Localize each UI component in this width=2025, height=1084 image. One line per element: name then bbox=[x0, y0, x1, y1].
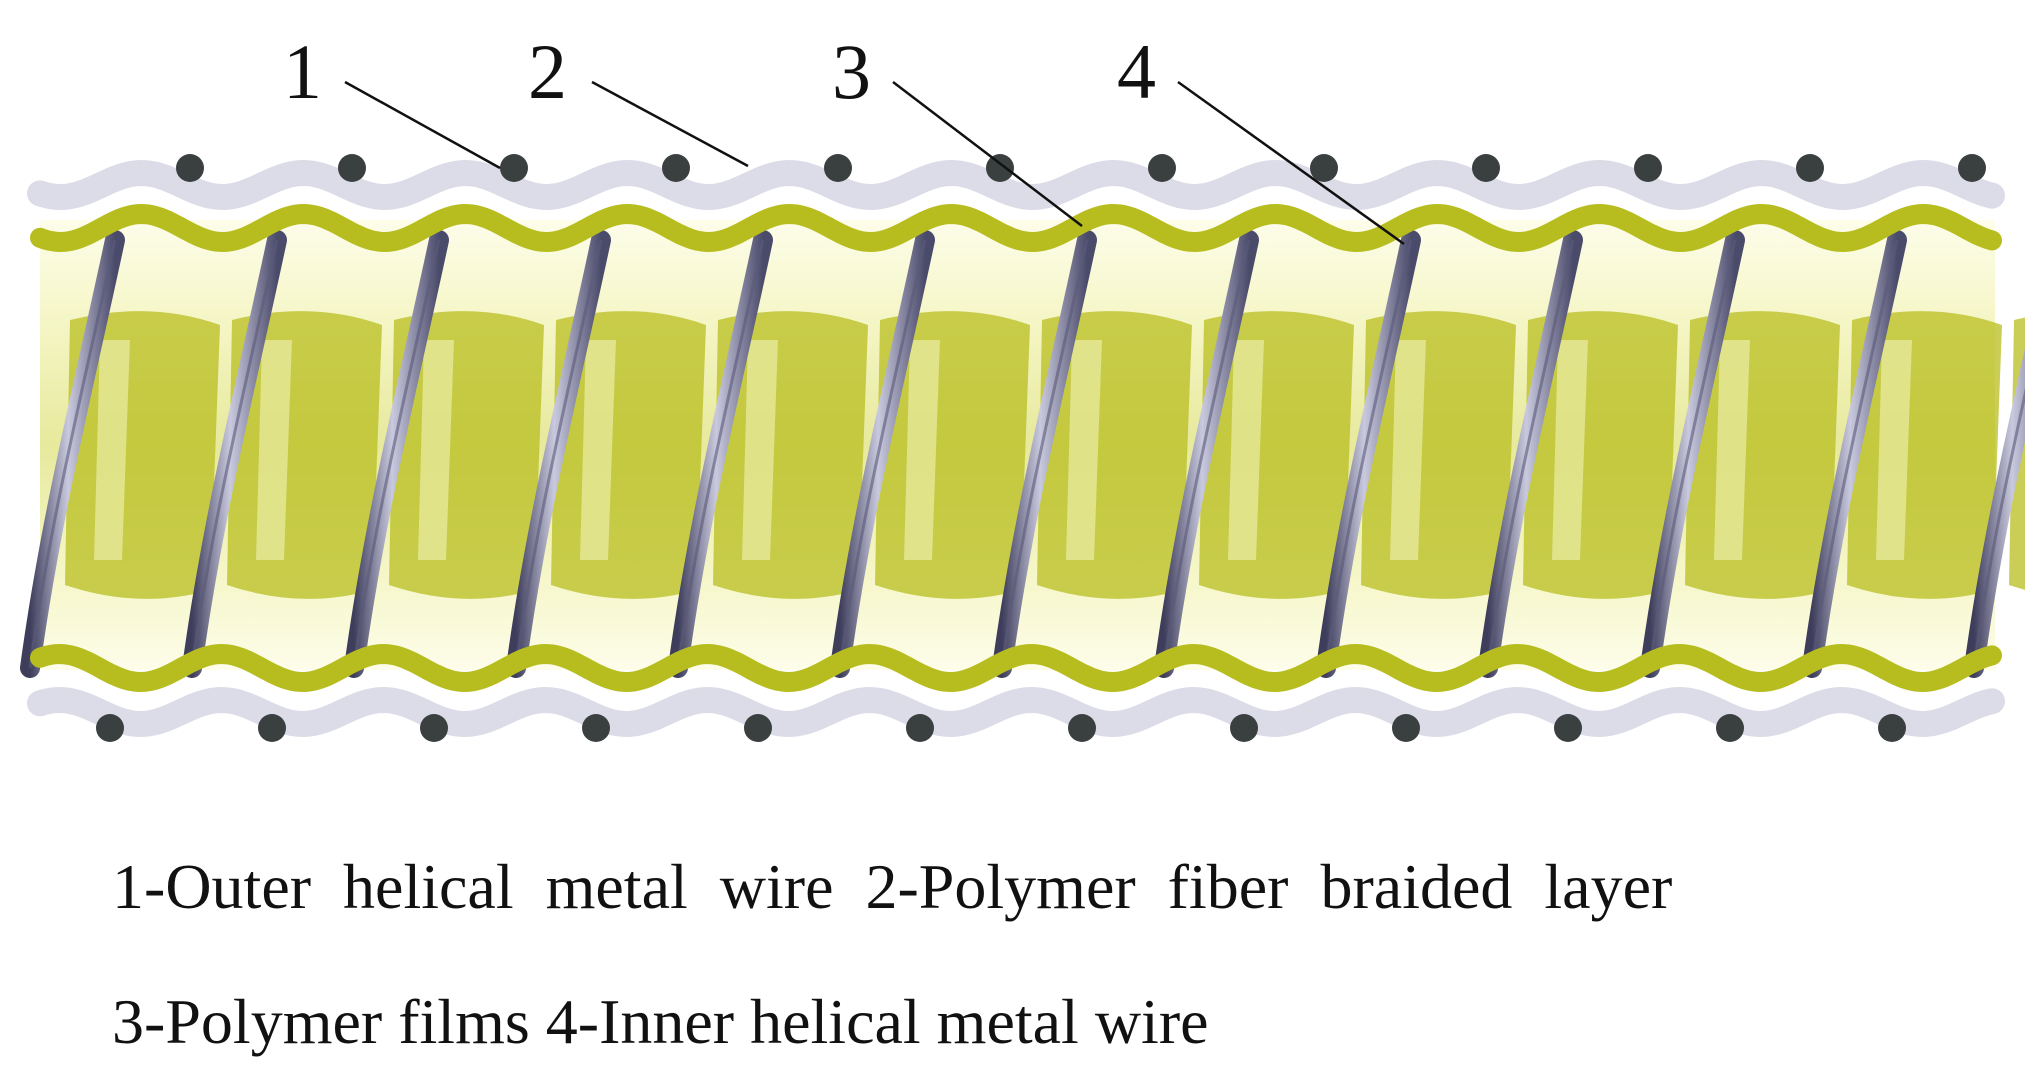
outer-wire-dot-icon bbox=[96, 714, 124, 742]
film-fold-highlight bbox=[1876, 340, 1912, 560]
polymer-film-folds bbox=[65, 311, 2025, 599]
film-fold-highlight bbox=[1714, 340, 1750, 560]
leader-line-1 bbox=[344, 80, 501, 170]
outer-wire-dot-icon bbox=[1148, 154, 1176, 182]
outer-wire-dot-icon bbox=[1310, 154, 1338, 182]
helical-wire-edge bbox=[190, 239, 279, 669]
film-fold-highlight bbox=[904, 340, 940, 560]
helical-wire-edge bbox=[1486, 239, 1575, 669]
outer-wire-dot-icon bbox=[986, 154, 1014, 182]
outer-wire-dot-icon bbox=[1230, 714, 1258, 742]
film-fold-highlight bbox=[1228, 340, 1264, 560]
inner-helical-wire bbox=[20, 230, 2025, 678]
braided-layer-bottom bbox=[27, 686, 2005, 738]
helical-wire-edge bbox=[676, 239, 765, 669]
outer-wire-dot-icon bbox=[1472, 154, 1500, 182]
outer-wire-dot-icon bbox=[582, 714, 610, 742]
outer-wire-dot-icon bbox=[824, 154, 852, 182]
film-fold-highlight bbox=[1066, 340, 1102, 560]
outer-wire-dot-icon bbox=[1392, 714, 1420, 742]
leader-line-3 bbox=[892, 81, 1083, 227]
outer-wire-dot-icon bbox=[1068, 714, 1096, 742]
film-fold-highlight bbox=[94, 340, 130, 560]
helical-wire-edge bbox=[514, 239, 603, 669]
outer-wire-dot-icon bbox=[662, 154, 690, 182]
outer-wire-dot-icon bbox=[500, 154, 528, 182]
helical-wire-edge bbox=[352, 239, 441, 669]
callout-number-4: 4 bbox=[1117, 28, 1156, 115]
caption-line-2: 3-Polymer films 4-Inner helical metal wi… bbox=[112, 986, 1209, 1057]
leader-line-4 bbox=[1177, 80, 1405, 246]
helical-wire-edge bbox=[1000, 239, 1089, 669]
helical-wire-edge bbox=[838, 239, 927, 669]
leader-line-2 bbox=[591, 80, 749, 168]
film-fold-highlight bbox=[1552, 340, 1588, 560]
outer-wire-dot-icon bbox=[744, 714, 772, 742]
outer-wire-dot-icon bbox=[906, 714, 934, 742]
helical-wire-edge bbox=[1972, 387, 2025, 669]
outer-wire-dot-icon bbox=[1796, 154, 1824, 182]
helical-wire-edge bbox=[1648, 239, 1737, 669]
caption-line-1: 1-Outer helical metal wire 2-Polymer fib… bbox=[112, 851, 1673, 922]
outer-wire-dot-icon bbox=[1958, 154, 1986, 182]
outer-wire-dot-icon bbox=[338, 154, 366, 182]
film-fold-highlight bbox=[742, 340, 778, 560]
callout-number-3: 3 bbox=[832, 28, 871, 115]
film-fold-highlight bbox=[418, 340, 454, 560]
polymer-film-bottom bbox=[30, 643, 2002, 693]
outer-wire-dot-icon bbox=[258, 714, 286, 742]
helical-wire-edge bbox=[1810, 239, 1899, 669]
callout-number-2: 2 bbox=[528, 28, 567, 115]
outer-wire-dot-icon bbox=[1634, 154, 1662, 182]
callout-number-1: 1 bbox=[283, 28, 322, 115]
hose-cross-section-diagram: 1 2 3 4 bbox=[20, 28, 2025, 742]
film-fold-highlight bbox=[580, 340, 616, 560]
braided-layer-top bbox=[27, 159, 2005, 211]
outer-wire-dot-icon bbox=[1878, 714, 1906, 742]
outer-wire-dot-icon bbox=[1554, 714, 1582, 742]
helical-wire-edge bbox=[1324, 239, 1413, 669]
polymer-film-top bbox=[30, 203, 2002, 253]
outer-wire-dot-icon bbox=[176, 154, 204, 182]
film-fold-highlight bbox=[256, 340, 292, 560]
outer-wire-dot-icon bbox=[1716, 714, 1744, 742]
helical-wire-edge bbox=[28, 239, 117, 669]
outer-helical-wire-dots bbox=[96, 154, 1986, 742]
film-fold-highlight bbox=[1390, 340, 1426, 560]
helical-wire-edge bbox=[1162, 239, 1251, 669]
outer-wire-dot-icon bbox=[420, 714, 448, 742]
